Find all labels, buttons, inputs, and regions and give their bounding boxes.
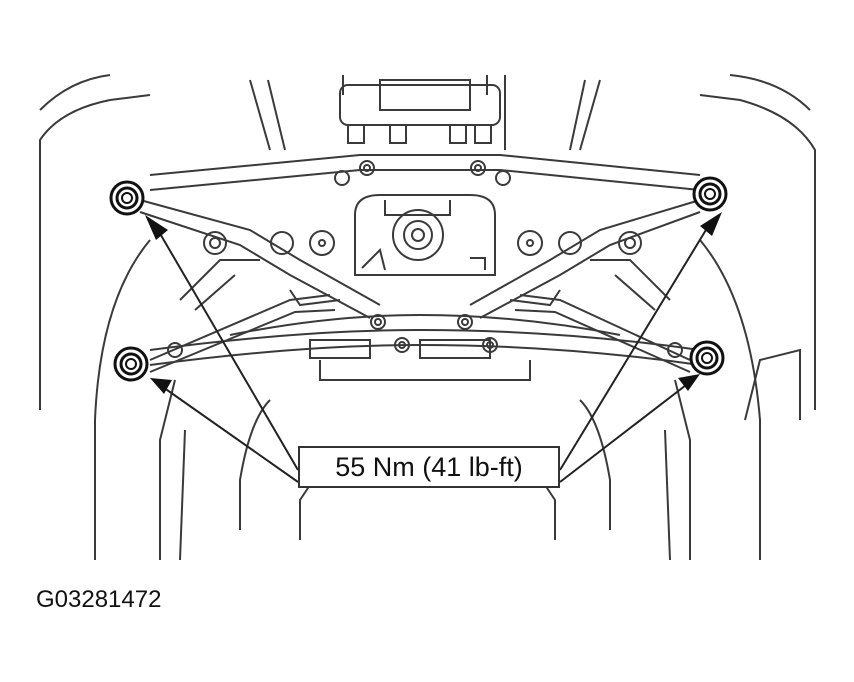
bolt-upper-right	[692, 176, 728, 212]
bolt-lower-left	[113, 346, 149, 382]
bolt-upper-left	[109, 180, 145, 216]
bolt-lower-right	[689, 340, 725, 376]
figure-id: G03281472	[36, 586, 162, 613]
torque-callout: 55 Nm (41 lb-ft)	[298, 446, 560, 488]
torque-label: 55 Nm (41 lb-ft)	[335, 451, 523, 482]
structure-lines	[39, 74, 816, 561]
leader-arrows	[145, 212, 722, 483]
